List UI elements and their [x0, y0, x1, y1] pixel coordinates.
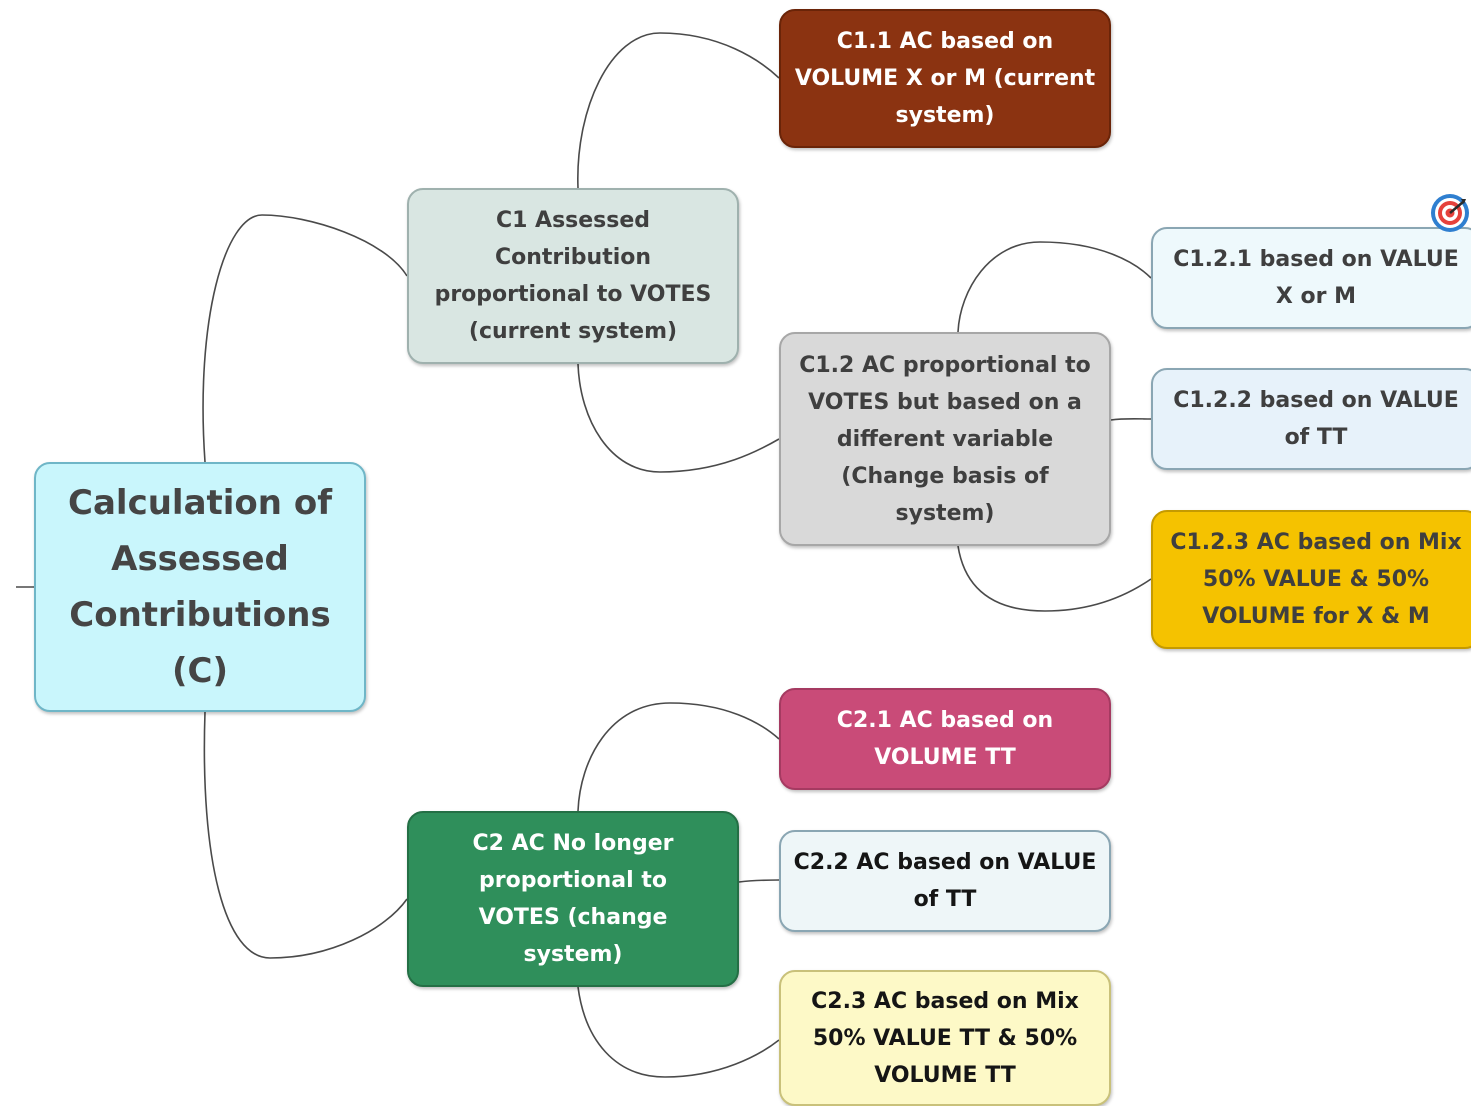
node-c1-2-3-label: C1.2.3 AC based on Mix 50% VALUE & 50% V…: [1170, 530, 1462, 629]
node-c1-2-label: C1.2 AC proportional to VOTES but based …: [799, 352, 1091, 526]
node-c1-2-2-label: C1.2.2 based on VALUE of TT: [1173, 388, 1459, 450]
node-c2-3[interactable]: C2.3 AC based on Mix 50% VALUE TT & 50% …: [779, 970, 1111, 1106]
node-c2-2[interactable]: C2.2 AC based on VALUE of TT: [779, 830, 1111, 932]
root-node[interactable]: Calculation of Assessed Contributions (C…: [34, 462, 366, 712]
connector-root-c1: [202, 214, 408, 463]
connector-c12-c123: [957, 545, 1152, 612]
connector-c2-c22: [738, 879, 780, 883]
node-c2-1[interactable]: C2.1 AC based on VOLUME TT: [779, 688, 1111, 790]
node-c1-2[interactable]: C1.2 AC proportional to VOTES but based …: [779, 332, 1111, 546]
node-c1-2-2[interactable]: C1.2.2 based on VALUE of TT: [1151, 368, 1471, 470]
connector-c1-c11: [577, 32, 780, 189]
connector-c12-c121: [957, 241, 1152, 333]
root-node-label: Calculation of Assessed Contributions (C…: [68, 483, 332, 691]
connector-root-c2: [203, 711, 408, 959]
node-c1-1[interactable]: C1.1 AC based on VOLUME X or M (current …: [779, 9, 1111, 148]
connector-c12-c122: [1110, 417, 1152, 421]
node-c1-1-label: C1.1 AC based on VOLUME X or M (current …: [794, 29, 1096, 128]
connector-c2-c21: [577, 702, 780, 812]
node-c1-2-1[interactable]: C1.2.1 based on VALUE X or M: [1151, 227, 1471, 329]
node-c2-2-label: C2.2 AC based on VALUE of TT: [793, 850, 1097, 912]
node-c1-label: C1 Assessed Contribution proportional to…: [434, 208, 712, 344]
node-c2-label: C2 AC No longer proportional to VOTES (c…: [472, 831, 674, 967]
connector-c2-c23: [577, 986, 780, 1078]
node-c1-2-3[interactable]: C1.2.3 AC based on Mix 50% VALUE & 50% V…: [1151, 510, 1471, 649]
connector-c1-c12: [577, 363, 780, 473]
target-icon[interactable]: [1430, 193, 1470, 233]
node-c2-1-label: C2.1 AC based on VOLUME TT: [836, 708, 1054, 770]
node-c1[interactable]: C1 Assessed Contribution proportional to…: [407, 188, 739, 364]
node-c2-3-label: C2.3 AC based on Mix 50% VALUE TT & 50% …: [811, 988, 1079, 1088]
node-c1-2-1-label: C1.2.1 based on VALUE X or M: [1173, 247, 1459, 309]
node-c2[interactable]: C2 AC No longer proportional to VOTES (c…: [407, 811, 739, 987]
